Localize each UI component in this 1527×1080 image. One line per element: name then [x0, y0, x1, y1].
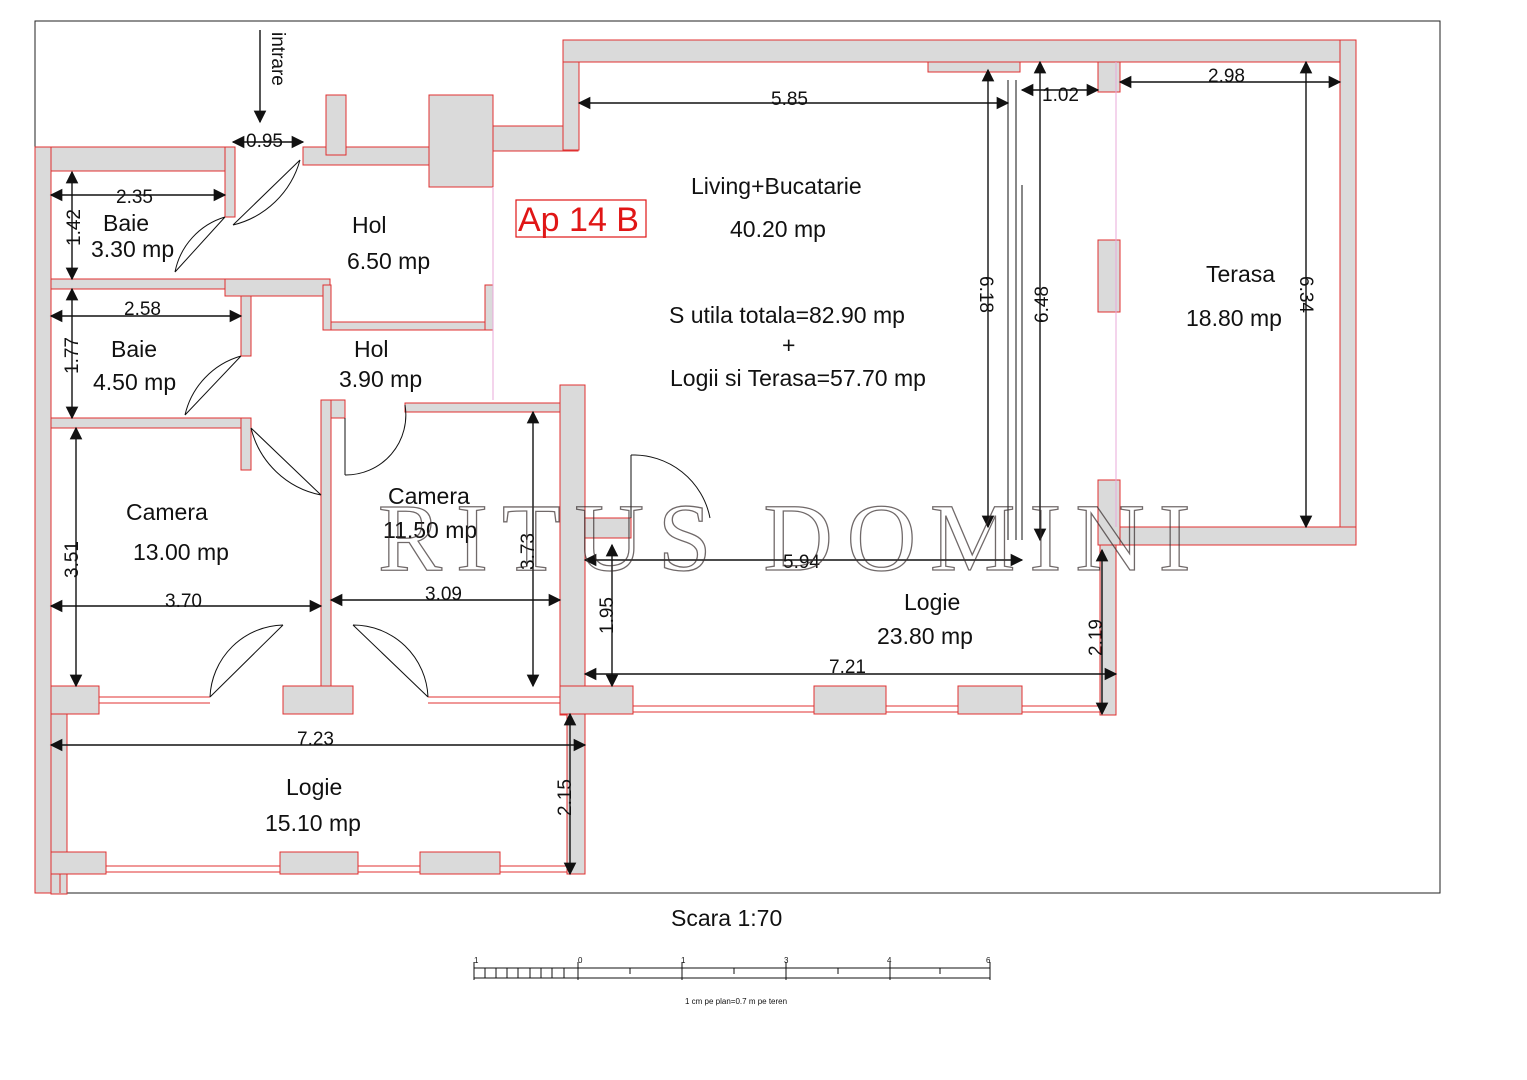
room-name: Camera [388, 483, 470, 509]
dimension-label: 6.18 [975, 276, 996, 313]
watermark: RITUS DOMINI [378, 484, 1205, 591]
dimension-label: 6.48 [1032, 286, 1053, 323]
room-name: Hol [354, 336, 389, 362]
room-area: 3.30 mp [91, 236, 174, 262]
dimension-label: 3.70 [165, 591, 202, 612]
scale-tick-label: 1 [474, 956, 479, 965]
dimension-label: 5.85 [771, 89, 808, 110]
dimension-label: 1.42 [64, 209, 85, 246]
labels: intrare Ap 14 B Baie 3.30 mp Hol 6.50 mp… [62, 32, 1316, 931]
dimension-label: 3.73 [518, 533, 539, 570]
scale-tick-label: 4 [887, 956, 892, 965]
room-name: Terasa [1206, 261, 1275, 287]
apartment-title-box [515, 199, 647, 238]
room-area: 4.50 mp [93, 369, 176, 395]
dimension-label: 2.98 [1208, 66, 1245, 87]
dimension-label: 6.34 [1295, 276, 1316, 313]
room-area: 23.80 mp [877, 623, 973, 649]
apartment-title: Ap 14 B [518, 201, 639, 239]
dimension-label: 3.09 [425, 584, 462, 605]
summary-plus: + [782, 332, 795, 358]
room-name: Logie [904, 589, 960, 615]
room-area: 11.50 mp [383, 517, 477, 543]
room-area: 13.00 mp [133, 539, 229, 565]
walls [34, 39, 1357, 895]
scale-bar: 1 0 1 3 4 6 1 cm pe plan=0.7 m pe teren [473, 956, 991, 1006]
dimension-label: 2.15 [555, 779, 576, 816]
summary-loggias-terrace: Logii si Terasa=57.70 mp [670, 365, 926, 391]
entrance-label: intrare [267, 32, 288, 86]
room-name: Logie [286, 774, 342, 800]
dimension-lines [49, 30, 1342, 876]
room-name: Camera [126, 499, 208, 525]
dimension-label: 3.51 [62, 541, 83, 578]
dimension-label: 2.35 [116, 187, 153, 208]
dimension-label: 1.95 [597, 597, 618, 634]
dimension-label: 1.77 [62, 337, 83, 374]
room-area: 6.50 mp [347, 248, 430, 274]
dimension-label: 5.94 [783, 552, 820, 573]
scale-tick-label: 1 [681, 956, 686, 965]
scale-note: 1 cm pe plan=0.7 m pe teren [685, 997, 787, 1006]
dimension-label: 2.19 [1086, 619, 1107, 656]
room-area: 18.80 mp [1186, 305, 1282, 331]
scale-tick-label: 6 [986, 956, 991, 965]
dimension-label: 7.21 [829, 657, 866, 678]
room-name: Baie [111, 336, 157, 362]
window-lines [59, 62, 1117, 893]
room-name: Baie [103, 210, 149, 236]
scale-tick-label: 3 [784, 956, 789, 965]
room-name: Hol [352, 212, 387, 238]
dimension-label: 1.02 [1042, 85, 1079, 106]
room-name: Living+Bucatarie [691, 173, 862, 199]
summary-useful-total: S utila totala=82.90 mp [669, 302, 905, 328]
room-area: 15.10 mp [265, 810, 361, 836]
doors [174, 159, 711, 698]
scale-title: Scara 1:70 [671, 905, 782, 931]
room-area: 3.90 mp [339, 366, 422, 392]
dimension-label: 2.58 [124, 299, 161, 320]
scale-tick-label: 0 [578, 956, 583, 965]
dimension-label: 7.23 [297, 729, 334, 750]
room-area: 40.20 mp [730, 216, 826, 242]
dimension-label: 0.95 [246, 131, 283, 152]
